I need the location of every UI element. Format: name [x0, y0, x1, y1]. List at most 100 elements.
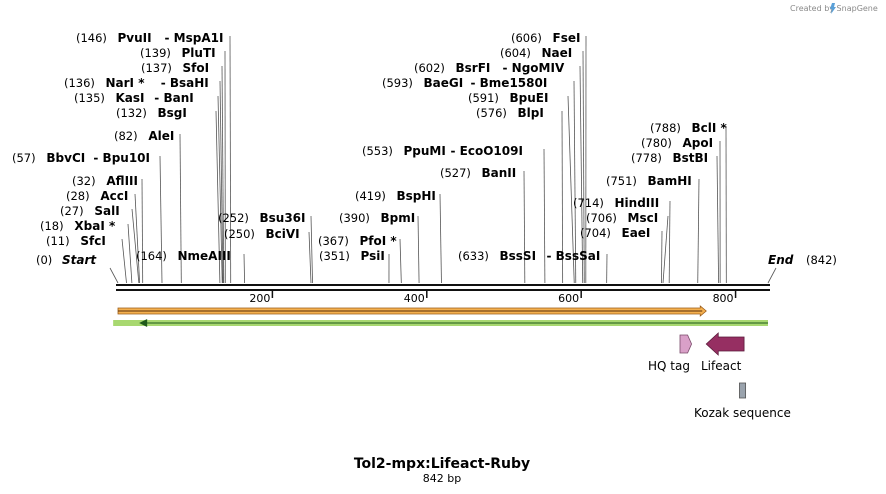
site-name-naei: NaeI [542, 46, 573, 60]
site-position-acci: (28) [66, 189, 90, 203]
site-position-sfoi: (137) [141, 61, 172, 75]
site-leader-ppumi [543, 148, 546, 284]
site-name-fsei: FseI [553, 31, 581, 45]
site-name-nari: NarI * [106, 76, 146, 90]
site-position-banii: (527) [440, 166, 471, 180]
site-position-fsei: (606) [511, 31, 542, 45]
start-leader [109, 267, 119, 284]
tick-label-600: 600 [558, 292, 579, 305]
site-leader-afliii [141, 178, 144, 284]
site-leader-hindiii [668, 200, 671, 284]
site-position-afliii: (32) [72, 174, 96, 188]
site-position-pfoi: (367) [318, 234, 349, 248]
site-leader-bpmi [417, 215, 420, 284]
site-leader-nmeaiii [243, 253, 246, 284]
site-name-pvuii: PvuII [118, 31, 152, 45]
site-leader-blpi [561, 110, 564, 284]
site-alt-ppumi: - EcoO109I [451, 144, 523, 158]
features [113, 305, 769, 399]
tick-label-800: 800 [713, 292, 734, 305]
site-name-bamhi: BamHI [648, 174, 692, 188]
site-leader-lines [109, 35, 777, 284]
site-alt-bsssi: - BssSaI [547, 249, 601, 263]
site-position-bpmi: (390) [339, 211, 370, 225]
site-name-bbvci: BbvCI [46, 151, 85, 165]
site-position-kasi: (135) [74, 91, 105, 105]
site-name-baegi: BaeGI [424, 76, 464, 90]
site-name-blpi: BlpI [518, 106, 544, 120]
site-leader-bamhi [697, 178, 700, 284]
site-leader-bsgi [215, 110, 221, 284]
site-position-psii: (351) [319, 249, 350, 263]
site-position-alei: (82) [114, 129, 138, 143]
end-leader [767, 267, 777, 284]
site-position-sfci: (11) [46, 234, 70, 248]
site-name-sfci: SfcI [80, 234, 105, 248]
site-name-bpmi: BpmI [381, 211, 416, 225]
site-name-bpuei: BpuEI [510, 91, 549, 105]
hq-tag-label: HQ tag [648, 359, 690, 373]
site-position-blpi: (576) [476, 106, 507, 120]
end-label: End [768, 253, 794, 267]
site-name-hindiii: HindIII [615, 196, 660, 210]
lifeact-arrow [705, 332, 745, 356]
site-position-bsgi: (132) [116, 106, 147, 120]
site-name-bcli: BclI * [692, 121, 728, 135]
site-labels: (11)SfcI(18)XbaI *(27)SalI(28)AccI(32)Af… [12, 31, 728, 263]
site-position-hindiii: (714) [573, 196, 604, 210]
backbone-bottom-line [116, 289, 770, 291]
hq-tag-arrow [679, 334, 693, 354]
site-leader-alei [179, 133, 182, 284]
site-alt-bbvci: - Bpu10I [93, 151, 150, 165]
site-name-bsphi: BspHI [397, 189, 436, 203]
site-name-acci: AccI [100, 189, 128, 203]
site-position-naei: (604) [500, 46, 531, 60]
site-leader-eaei [661, 230, 663, 284]
end-position: (842) [806, 253, 837, 267]
site-name-bsu36i: Bsu36I [260, 211, 306, 225]
kozak-box [739, 382, 747, 399]
reverse-feature-arrowhead [139, 319, 148, 327]
site-alt-nari: - BsaHI [161, 76, 209, 90]
map-title: Tol2-mpx:Lifeact-Ruby [354, 456, 530, 472]
site-name-afliii: AflIII [106, 174, 138, 188]
site-name-sali: SalI [94, 204, 119, 218]
start-label: Start [62, 253, 97, 267]
tick-label-400: 400 [404, 292, 425, 305]
kozak-label: Kozak sequence [694, 406, 791, 420]
site-position-msci: (706) [586, 211, 617, 225]
site-leader-sfoi [221, 65, 225, 284]
site-position-bsrfi: (602) [414, 61, 445, 75]
site-name-ppumi: PpuMI [404, 144, 446, 158]
start-position: (0) [36, 253, 52, 267]
site-name-kasi: KasI [116, 91, 145, 105]
site-name-psii: PsiI [361, 249, 385, 263]
site-name-apoi: ApoI [683, 136, 714, 150]
site-name-eaei: EaeI [622, 226, 651, 240]
site-leader-bsphi [439, 193, 442, 284]
site-position-apoi: (780) [641, 136, 672, 150]
site-position-bstbi: (778) [631, 151, 662, 165]
site-name-sfoi: SfoI [183, 61, 210, 75]
site-name-pfoi: PfoI * [360, 234, 398, 248]
site-position-ppumi: (553) [362, 144, 393, 158]
site-name-bstbi: BstBI [673, 151, 709, 165]
site-position-nari: (136) [64, 76, 95, 90]
site-name-xbai: XbaI * [74, 219, 116, 233]
site-leader-kasi [217, 95, 223, 284]
site-leader-bbvci [159, 155, 163, 284]
site-position-bsu36i: (252) [218, 211, 249, 225]
site-leader-bsu36i [310, 215, 313, 284]
site-position-pvuii: (146) [76, 31, 107, 45]
site-position-bpuei: (591) [468, 91, 499, 105]
site-position-pluti: (139) [140, 46, 171, 60]
site-position-bbvci: (57) [12, 151, 36, 165]
site-position-bsssi: (633) [458, 249, 489, 263]
site-leader-naei [582, 50, 585, 284]
site-name-bsgi: BsgI [158, 106, 187, 120]
site-leader-msci [662, 215, 669, 284]
site-name-nmeaiii: NmeAIII [178, 249, 231, 263]
site-leader-sfci [121, 238, 127, 284]
